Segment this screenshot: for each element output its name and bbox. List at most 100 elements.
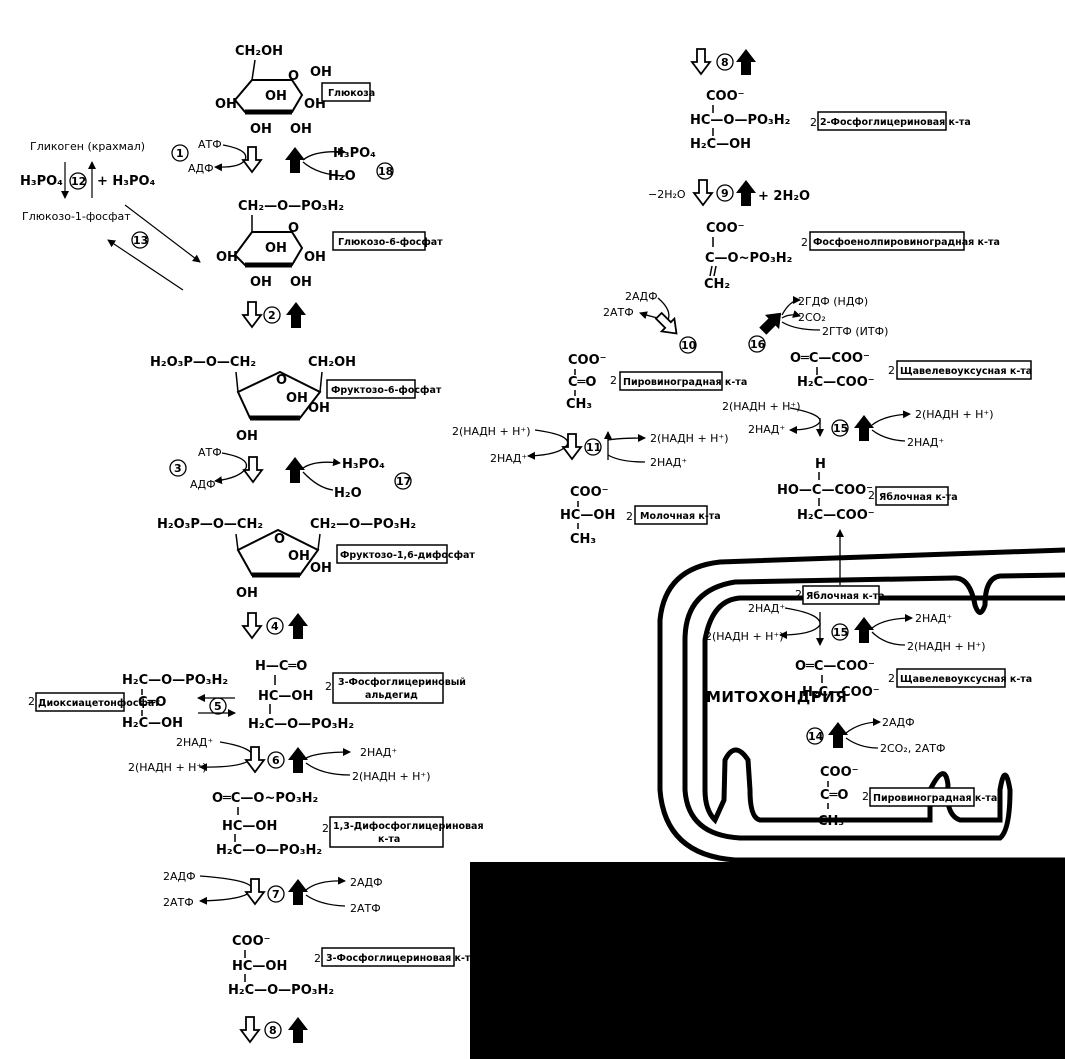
step7-adp-in: 2АДФ [163, 870, 196, 883]
pyruvate-mito-coeff: 2 [862, 790, 869, 803]
svg-text:HC—O—PO₃H₂: HC—O—PO₃H₂ [690, 113, 790, 128]
step-10-number: 10 [681, 339, 697, 352]
g6p-oh-d: OH [250, 275, 272, 290]
glucose-label: Глюкоза [328, 88, 375, 99]
svg-text:C═O: C═O [568, 375, 596, 390]
step-6-number: 6 [272, 754, 280, 767]
oaa-mito-label: Щавелевоуксусная к-та [900, 674, 1032, 685]
step15c-nad-out: 2НАД⁺ [748, 423, 785, 436]
f6p-structure: H₂O₃P—O—CH₂ CH₂OH O OH OH OH [150, 355, 356, 444]
glucose-oh-3: OH [265, 89, 287, 104]
svg-text:COO⁻: COO⁻ [820, 765, 859, 780]
lactate-label-box [634, 505, 708, 525]
step-18-circle [376, 162, 394, 180]
step-10-circle [679, 336, 697, 354]
f16bp-ring-o: O [274, 532, 285, 547]
down-arrow-8-bottom [240, 1016, 260, 1043]
f6p-left-phosphate: H₂O₃P—O—CH₂ [150, 355, 256, 370]
svg-text:CH₃: CH₃ [570, 532, 596, 547]
dhap-structure: H₂C—O—PO₃H₂ C═O H₂C—OH [122, 673, 228, 731]
step-4-circle [266, 617, 284, 635]
f6p-oh-c: OH [236, 429, 258, 444]
step-14-number: 14 [808, 730, 824, 743]
down-arrow-8-top [691, 48, 711, 75]
glucose-label-box [321, 82, 371, 102]
step18-h2o: H₂O [328, 169, 356, 184]
g6p-ring-o: O [288, 221, 299, 236]
step14-adp: 2АДФ [882, 716, 915, 729]
step15c-nadh-back: 2(НАДН + Н⁺) [915, 408, 994, 421]
f16bp-structure: H₂O₃P—O—CH₂ CH₂—O—PO₃H₂ O OH OH OH [157, 517, 416, 601]
lactate-coeff: 2 [626, 510, 633, 523]
glycogen-h3po4: H₃PO₄ [20, 174, 63, 189]
step-16-number: 16 [750, 338, 766, 351]
f16bp-oh-c: OH [236, 586, 258, 601]
step-3-number: 3 [174, 462, 182, 475]
step15m-nad-in: 2НАД⁺ [748, 602, 785, 615]
malate-cyt-label-box [875, 486, 949, 506]
up-arrow-4 [288, 613, 308, 639]
step-7-number: 7 [272, 888, 280, 901]
step14-co2-atp: 2CO₂, 2АТФ [880, 742, 945, 755]
bpg-label-2: к-та [378, 834, 400, 845]
svg-text:HC—OH: HC—OH [232, 959, 287, 974]
svg-text:H₂C—O—PO₃H₂: H₂C—O—PO₃H₂ [248, 717, 354, 732]
step-12-circle [69, 172, 87, 190]
step11-nadh-in: 2(НАДН + Н⁺) [452, 425, 531, 438]
down-arrow-3 [243, 456, 263, 483]
f16bp-oh-b: OH [310, 561, 332, 576]
svg-text:COO⁻: COO⁻ [568, 353, 607, 368]
f16bp-label-box [336, 544, 448, 564]
f6p-oh-a: OH [286, 391, 308, 406]
svg-text:HC—OH: HC—OH [560, 508, 615, 523]
gap-structure: H—C═O HC—OH H₂C—O—PO₃H₂ [248, 659, 354, 732]
f6p-oh-b: OH [308, 401, 330, 416]
step10-atp: 2АТФ [603, 306, 634, 319]
step9-minus-water: −2H₂O [648, 188, 686, 201]
up-arrow-6 [288, 747, 308, 773]
svg-text:CH₂: CH₂ [704, 277, 730, 292]
svg-text:H₂C—COO⁻: H₂C—COO⁻ [797, 375, 875, 390]
glucose-structure: CH₂OH O OH OH OH OH OH OH [215, 44, 332, 137]
step16-gdp: 2ГДФ (НДФ) [798, 295, 868, 308]
malate-cyt-coeff: 2 [868, 489, 875, 502]
pg2-label-box [817, 111, 947, 131]
up-arrow-15-mito [854, 617, 874, 643]
svg-text:H—C═O: H—C═O [255, 659, 307, 674]
step-8-circle-top [716, 53, 734, 71]
gap-coeff: 2 [325, 680, 332, 693]
down-arrow-10 [654, 311, 678, 335]
g6p-oh-c: OH [304, 250, 326, 265]
step15m-nadh-out: 2(НАДН + Н⁺) [705, 630, 784, 643]
g6p-oh-b: OH [265, 241, 287, 256]
mitochondrion-outline [657, 547, 1065, 863]
g6p-label-box [332, 231, 426, 251]
step-11-number: 11 [586, 441, 601, 454]
f16bp-right-phosphate: CH₂—O—PO₃H₂ [310, 517, 416, 532]
step-7-circle [267, 885, 285, 903]
malate-mito-coeff: 2 [795, 588, 802, 601]
gap-label-2: альдегид [365, 690, 418, 701]
blackout-region [470, 862, 1065, 1059]
dhap-label-box [35, 692, 125, 712]
svg-text:COO⁻: COO⁻ [706, 221, 745, 236]
step1-atp: АТФ [198, 138, 222, 151]
step-5-number: 5 [214, 700, 222, 713]
down-arrow-9 [693, 179, 713, 206]
up-arrow-2 [286, 302, 306, 328]
step6-nadh-out: 2(НАДН + Н⁺) [128, 761, 207, 774]
svg-text:O═C—COO⁻: O═C—COO⁻ [795, 659, 875, 674]
step1-adp: АДФ [188, 162, 214, 175]
step-17-number: 17 [396, 475, 411, 488]
step-2-circle [263, 306, 281, 324]
svg-text:C—O~PO₃H₂: C—O~PO₃H₂ [705, 251, 792, 266]
malate-mito-label-box [802, 585, 880, 605]
glucose-oh-2b: OH [290, 122, 312, 137]
step6-nad-in: 2НАД⁺ [176, 736, 213, 749]
dhap-label: Диоксиацетонфосфат [38, 698, 160, 709]
step15m-nadh-back: 2(НАДН + Н⁺) [907, 640, 986, 653]
f16bp-left-phosphate: H₂O₃P—O—CH₂ [157, 517, 263, 532]
bpg-label-box [329, 816, 444, 848]
step11-nad-out: 2НАД⁺ [490, 452, 527, 465]
f16bp-label: Фруктозо-1,6-дифосфат [340, 550, 475, 561]
